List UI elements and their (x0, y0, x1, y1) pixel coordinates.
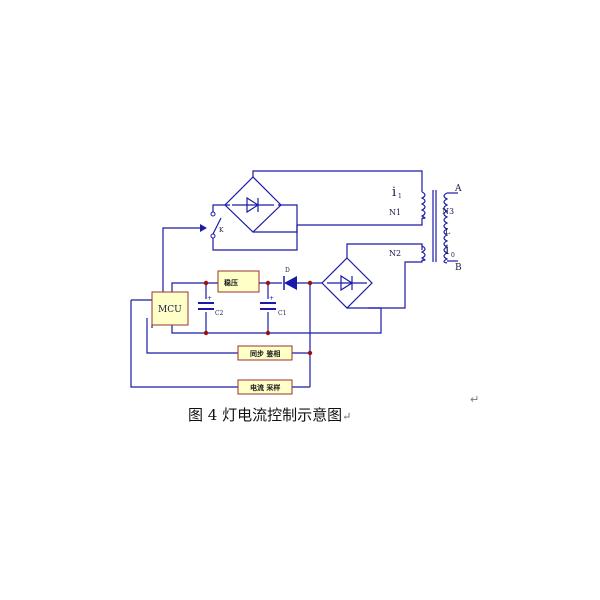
capacitor-c2: + (198, 295, 214, 310)
n2-label: N2 (389, 249, 401, 258)
n3-label: N3 (442, 207, 454, 216)
figure-caption: 图 4 灯电流控制示意图↵ (188, 404, 351, 425)
i0-label: i (445, 243, 449, 258)
paragraph-mark: ↵ (470, 393, 480, 406)
transformer (420, 190, 458, 264)
svg-text:+: + (269, 295, 274, 302)
diode-label: D (285, 267, 290, 274)
switch-label: K (219, 227, 224, 234)
arrow-head (200, 224, 207, 232)
c1-label: C1 (278, 310, 286, 317)
n1-label: N1 (389, 208, 401, 217)
regulator-label: 稳压 (224, 278, 238, 287)
current-sampling-label: 电流 采样 (250, 383, 280, 392)
rectifier-bridge-2 (321, 257, 373, 309)
svg-text:+: + (207, 295, 212, 302)
rectifier-bridge-1 (224, 176, 282, 233)
i1-label: i (392, 185, 396, 200)
i1-subscript: 1 (398, 193, 402, 200)
l-label: L (445, 227, 451, 236)
caption-text: 图 4 灯电流控制示意图 (188, 406, 343, 424)
mcu-box (151, 291, 189, 326)
terminal-b-label: B (455, 263, 462, 273)
switch-k (210, 211, 222, 239)
terminal-a-label: A (454, 184, 462, 194)
junction-nodes (203, 280, 313, 356)
regulator-box (217, 270, 260, 293)
sync-phase-box (237, 345, 293, 361)
current-sampling-box (237, 379, 293, 395)
capacitor-c1: + (260, 295, 276, 310)
wires (130, 170, 423, 388)
caption-return-mark: ↵ (342, 410, 352, 423)
c2-label: C2 (215, 310, 224, 317)
mcu-label: MCU (158, 305, 182, 315)
sync-phase-label: 同步 鉴相 (250, 349, 280, 358)
diode-d (283, 276, 297, 290)
i0-subscript: 0 (451, 252, 455, 259)
